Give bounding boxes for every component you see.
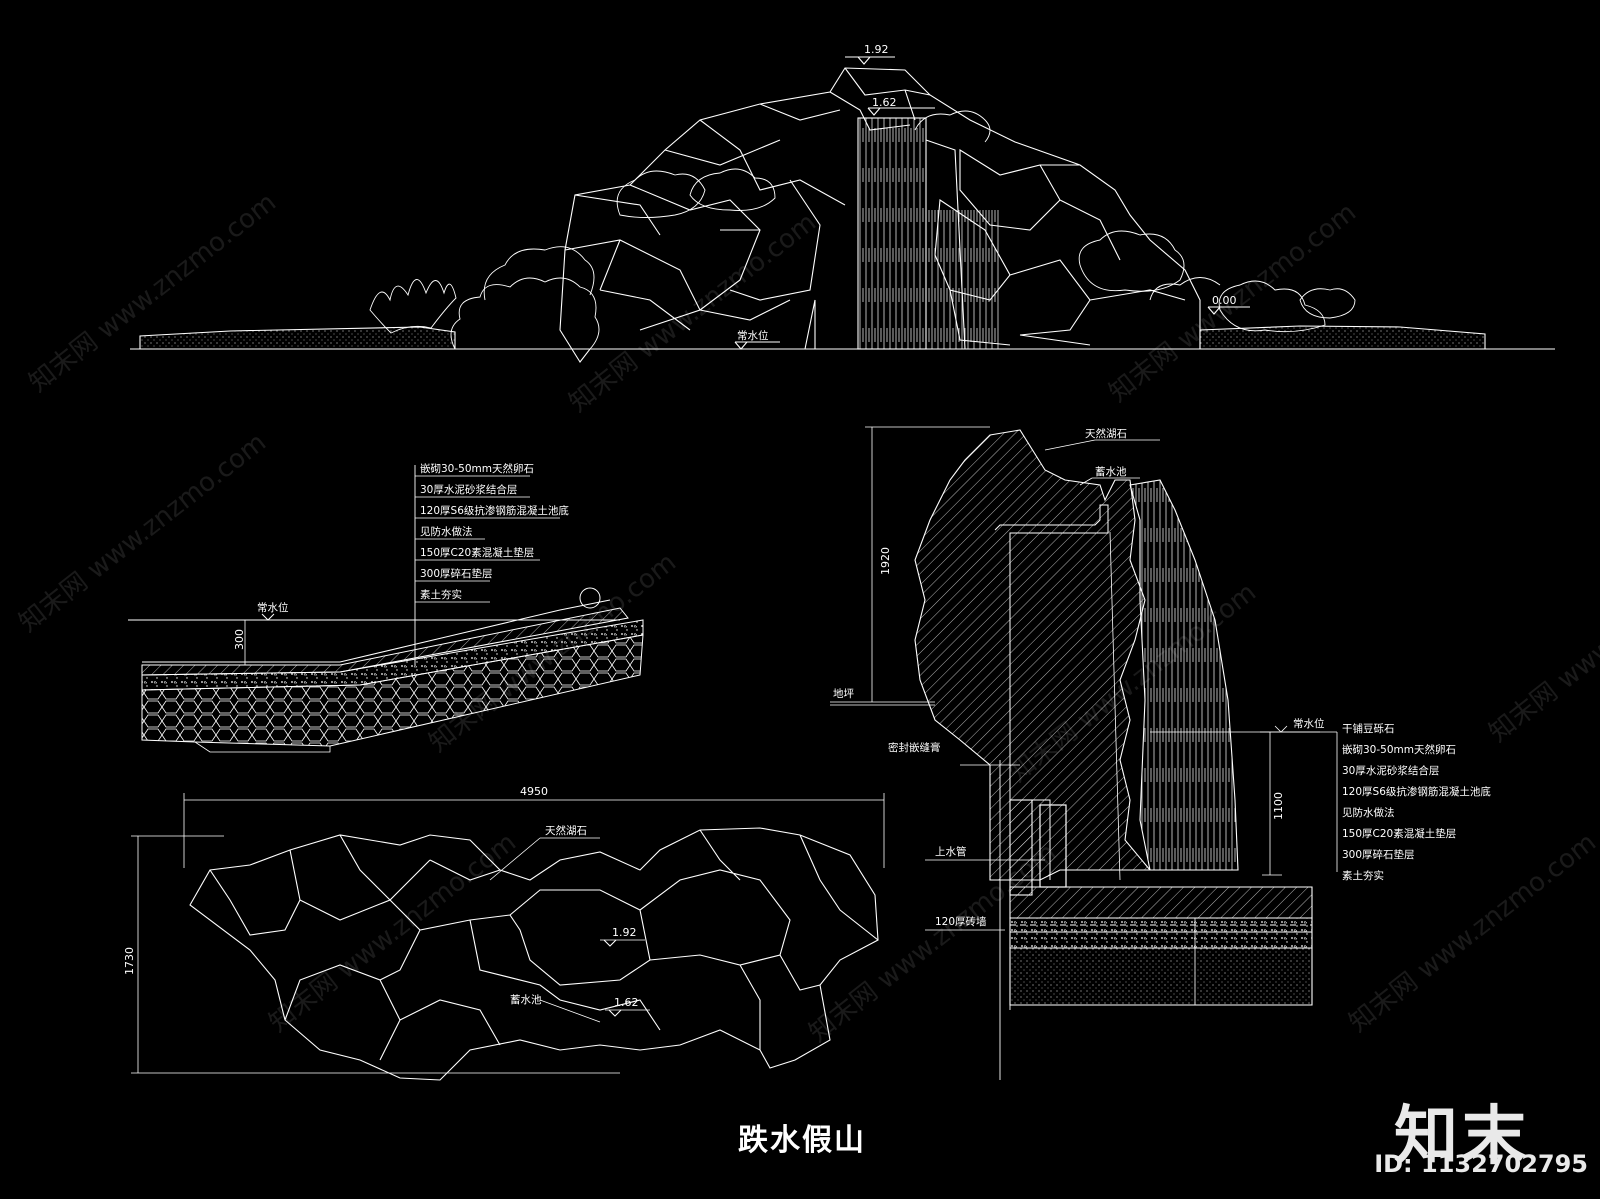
section-left-layer-label: 嵌砌30-50mm天然卵石	[420, 462, 534, 475]
right-ground-label: 地坪	[833, 687, 854, 700]
elevation-water-label: 常水位	[737, 329, 769, 342]
right-sub-base	[1009, 947, 1313, 1006]
level-marker-base	[1207, 306, 1250, 315]
shrubs	[369, 110, 1356, 350]
section-left-layer-label: 30厚水泥砂浆结合层	[420, 483, 517, 496]
plan-outline	[189, 827, 879, 1081]
plan-width-dim: 4950	[520, 785, 548, 798]
right-rock-mass	[914, 429, 1152, 881]
brand-logo: 知末	[1394, 1100, 1530, 1174]
plan-height-dim: 1730	[123, 947, 136, 975]
right-depth-dim: 1100	[1272, 792, 1285, 820]
level-marker-top	[845, 56, 895, 65]
section-left-layer-label: 300厚碎石垫层	[420, 567, 493, 580]
elevation-level-base: 0.00	[1212, 294, 1237, 307]
section-left-layer-labels: 嵌砌30-50mm天然卵石 30厚水泥砂浆结合层 120厚S6级抗渗钢筋混凝土池…	[420, 462, 569, 601]
plan-level-mid-marker	[605, 1009, 650, 1017]
drawing-title: 跌水假山	[738, 1123, 866, 1158]
right-pool-label: 蓄水池	[1095, 465, 1127, 478]
section-left	[128, 465, 644, 753]
right-wall-label: 120厚砖墙	[935, 915, 987, 928]
right-sealant-label: 密封嵌缝膏	[888, 741, 941, 754]
right-height-dim: 1920	[879, 547, 892, 575]
plan-pool-label: 蓄水池	[510, 993, 542, 1006]
right-layer-label: 干铺豆砾石	[1342, 722, 1395, 735]
right-layer-label: 300厚碎石垫层	[1342, 848, 1415, 861]
right-gravel	[1009, 917, 1313, 949]
elevation-level-mid: 1.62	[872, 96, 897, 109]
right-layer-label: 150厚C20素混凝土垫层	[1342, 827, 1456, 840]
section-left-depth-dim: 300	[233, 629, 246, 650]
right-rock-label: 天然湖石	[1085, 427, 1127, 440]
section-left-layer-label: 150厚C20素混凝土垫层	[420, 546, 534, 559]
level-marker-mid	[867, 107, 935, 116]
plan-level-mid: 1.62	[614, 996, 639, 1009]
asset-id: ID: 1132702795	[1374, 1150, 1588, 1178]
section-right-layer-labels: 干铺豆砾石 嵌砌30-50mm天然卵石 30厚水泥砂浆结合层 120厚S6级抗渗…	[1342, 722, 1491, 882]
right-layer-label: 30厚水泥砂浆结合层	[1342, 764, 1439, 777]
plan-view	[131, 793, 885, 1081]
right-layer-label: 见防水做法	[1342, 806, 1395, 819]
left-sand-mound	[139, 326, 456, 350]
rock-lines-left	[564, 103, 846, 331]
right-layer-label: 素土夯实	[1342, 869, 1384, 882]
section-right	[830, 426, 1338, 1080]
section-left-layer-label: 素土夯实	[420, 588, 462, 601]
waterfall	[857, 117, 927, 350]
normal-water-marker	[734, 341, 780, 350]
section-left-pebbles	[142, 599, 611, 663]
waterfall-lower	[926, 210, 1000, 349]
right-layer-label: 120厚S6级抗渗钢筋混凝土池底	[1342, 785, 1491, 798]
right-water-label: 常水位	[1293, 717, 1325, 730]
plan-rock-label: 天然湖石	[545, 824, 587, 837]
elevation-level-top: 1.92	[864, 43, 889, 56]
plan-rock-leader	[489, 837, 541, 881]
section-left-slab	[141, 607, 629, 676]
right-base-slab	[1009, 886, 1313, 919]
right-pipe-label: 上水管	[935, 845, 967, 858]
right-layer-label: 嵌砌30-50mm天然卵石	[1342, 743, 1456, 756]
plan-level-top: 1.92	[612, 926, 637, 939]
section-left-water-label: 常水位	[257, 601, 289, 614]
section-left-layer-label: 见防水做法	[420, 525, 473, 538]
plan-level-top-marker	[600, 939, 645, 947]
elevation-view	[130, 56, 1555, 363]
right-waterfall	[1129, 479, 1239, 871]
plan-pool-leader	[539, 999, 601, 1023]
plan-rock-lines	[209, 829, 879, 1061]
section-left-layer-label: 120厚S6级抗渗钢筋混凝土池底	[420, 504, 569, 517]
